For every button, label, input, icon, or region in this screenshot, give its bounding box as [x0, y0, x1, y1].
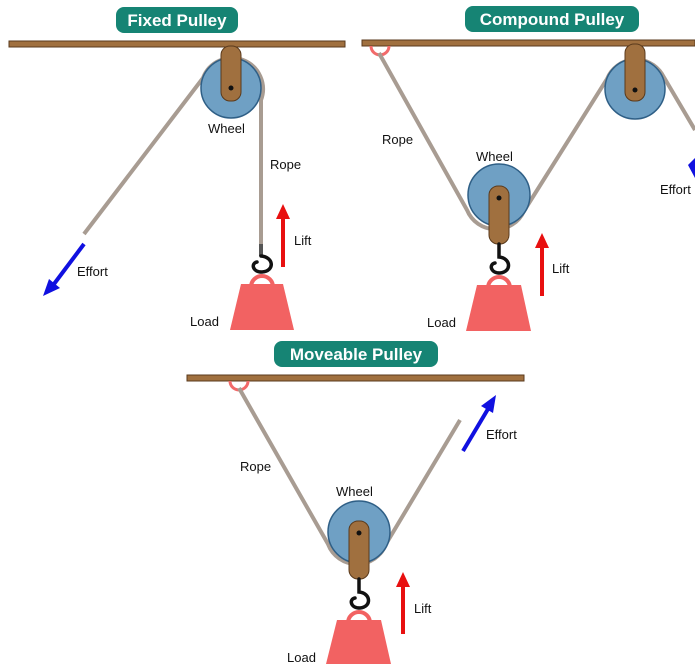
- compound-title-badge: Compound Pulley: [465, 6, 639, 32]
- fixed-axle: [228, 85, 234, 91]
- moveable-hook: [349, 577, 371, 610]
- fixed-hook-shank: [259, 244, 263, 256]
- moveable-effort-arrow-head: [481, 395, 496, 413]
- moveable-rope-label: Rope: [240, 459, 271, 474]
- moveable-pulley-diagram: Moveable Pulley Rope Wheel Lift Effort L…: [186, 341, 525, 664]
- fixed-rope-label: Rope: [270, 157, 301, 172]
- moveable-title-background: [274, 341, 438, 367]
- fixed-lift-label: Lift: [294, 233, 312, 248]
- compound-title-background: [465, 6, 639, 32]
- moveable-load-label: Load: [287, 650, 316, 664]
- compound-effort-label: Effort: [660, 182, 691, 197]
- compound-moving-axle: [496, 195, 502, 201]
- fixed-pulley-diagram: Fixed Pulley Wheel Rope Lift Effort Load: [8, 7, 346, 330]
- compound-load-label: Load: [427, 315, 456, 330]
- compound-fixed-axle: [632, 87, 638, 93]
- compound-load-weight: [466, 285, 531, 331]
- moveable-effort-label: Effort: [486, 427, 517, 442]
- fixed-wheel-label: Wheel: [208, 121, 245, 136]
- moveable-load-handle: [346, 610, 372, 624]
- fixed-title-background: [116, 7, 238, 33]
- fixed-lift-arrow-head: [276, 204, 290, 219]
- fixed-title: Fixed Pulley: [127, 11, 227, 30]
- fixed-effort-label: Effort: [77, 264, 108, 279]
- compound-ceiling-beam: [361, 39, 695, 47]
- fixed-title-badge: Fixed Pulley: [116, 7, 238, 33]
- compound-wheel-label: Wheel: [476, 149, 513, 164]
- fixed-bracket: [220, 45, 242, 102]
- compound-lift-label: Lift: [552, 261, 570, 276]
- fixed-load-handle: [249, 274, 275, 288]
- moveable-load-weight: [326, 620, 391, 664]
- moveable-axle: [356, 530, 362, 536]
- compound-fixed-bracket: [624, 43, 646, 102]
- fixed-load-weight: [230, 284, 294, 330]
- moveable-lift-arrow-head: [396, 572, 410, 587]
- moveable-title-badge: Moveable Pulley: [274, 341, 438, 367]
- compound-rope-label: Rope: [382, 132, 413, 147]
- fixed-load-label: Load: [190, 314, 219, 329]
- fixed-effort-arrow-shaft: [52, 242, 86, 286]
- compound-moving-bracket: [488, 185, 510, 245]
- moveable-ceiling-beam: [186, 374, 525, 382]
- moveable-lift-label: Lift: [414, 601, 432, 616]
- compound-pulley-diagram: Compound Pulley Rope Wheel Lift Effort L…: [361, 6, 695, 331]
- compound-hook: [489, 242, 511, 275]
- compound-lift-arrow-head: [535, 233, 549, 248]
- compound-load-handle: [486, 275, 512, 289]
- compound-title: Compound Pulley: [480, 10, 625, 29]
- compound-effort-arrow-head: [688, 158, 695, 178]
- moveable-effort-arrow-shaft: [461, 407, 490, 453]
- moveable-bracket: [348, 520, 370, 580]
- moveable-wheel-label: Wheel: [336, 484, 373, 499]
- fixed-effort-arrow-head: [43, 279, 60, 296]
- fixed-hook: [251, 254, 273, 274]
- moveable-title: Moveable Pulley: [290, 345, 423, 364]
- fixed-ceiling-beam: [8, 40, 346, 48]
